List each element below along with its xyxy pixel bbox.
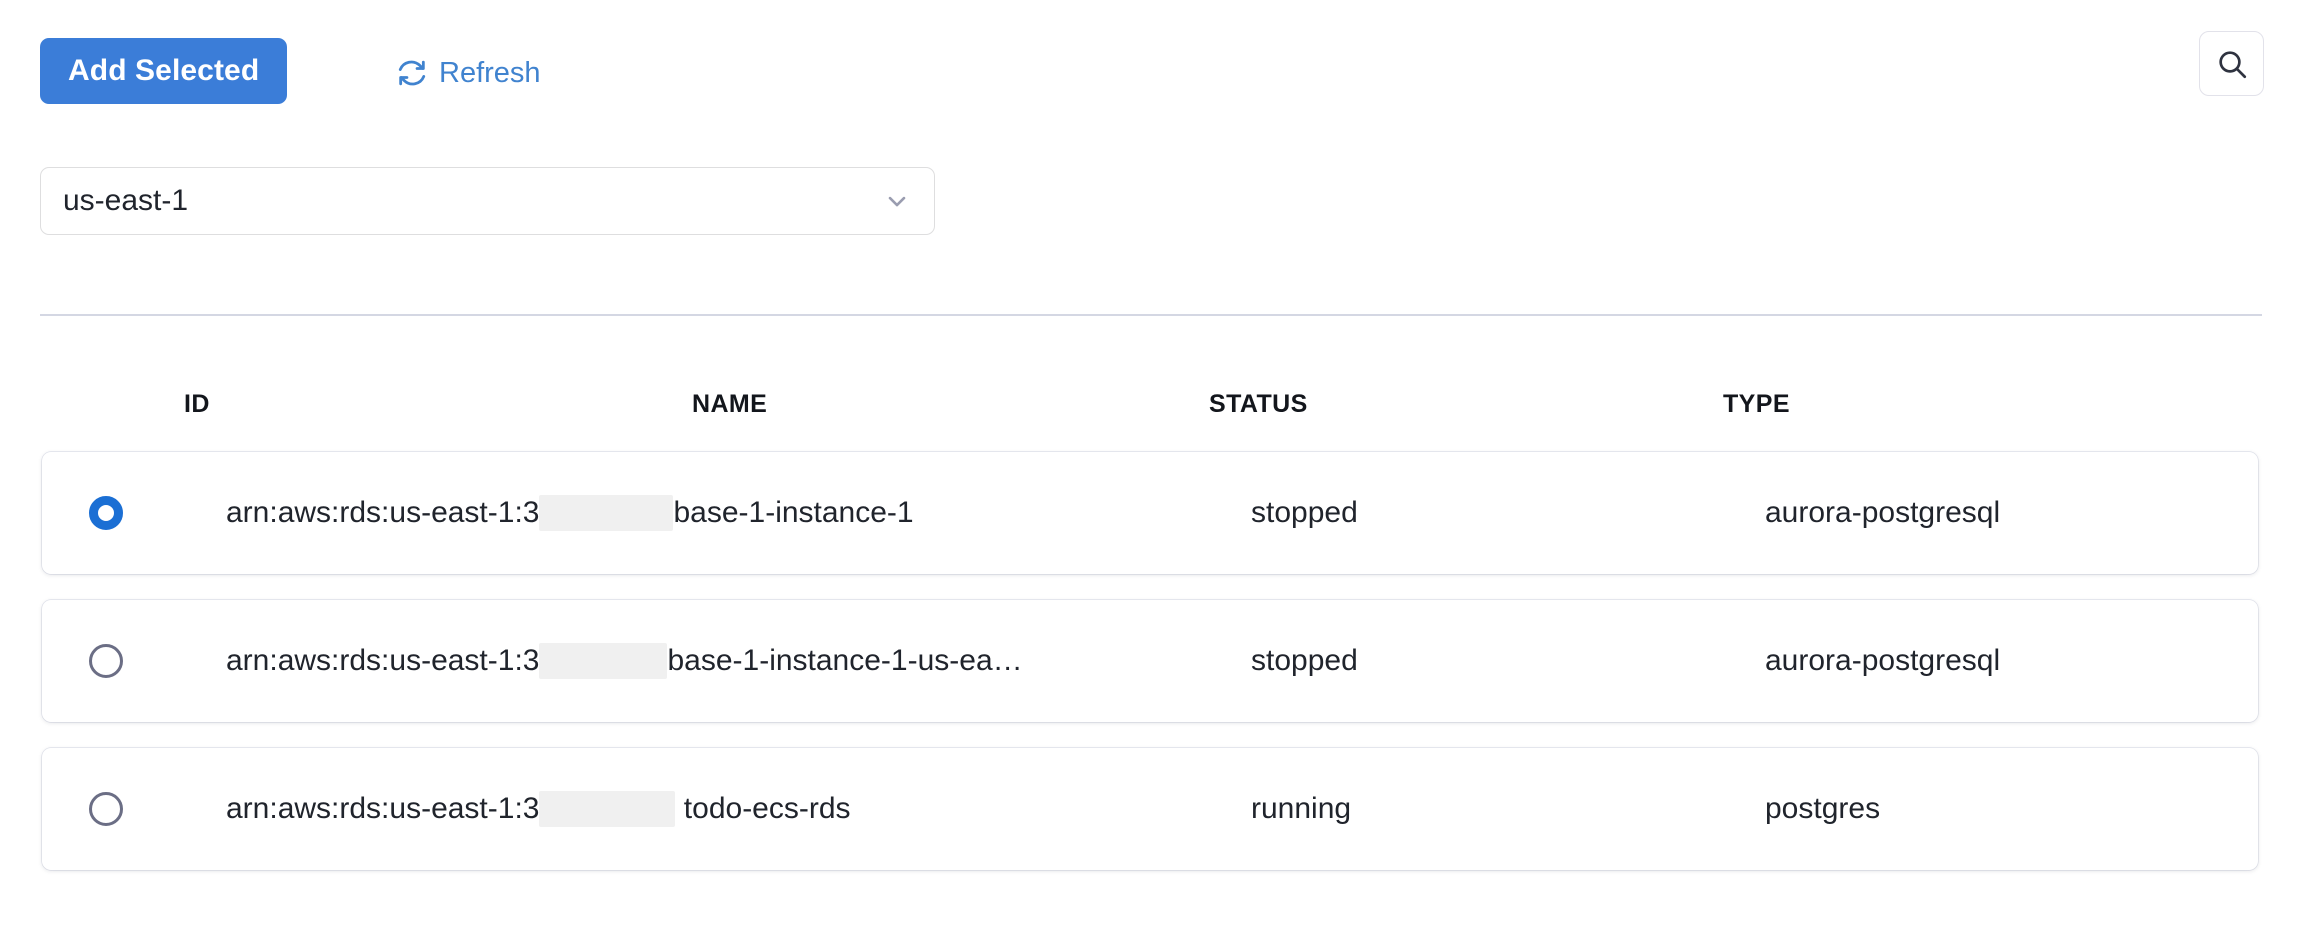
section-divider	[40, 314, 2262, 316]
row-id-cell: arn:aws:rds:us-east-1:3 base-1-instance-1…	[226, 643, 1023, 679]
redacted-account-id	[539, 495, 674, 531]
redacted-account-id	[539, 643, 668, 679]
row-id-prefix: arn:aws:rds:us-east-1:3	[226, 644, 540, 677]
instances-table: ID NAME STATUS TYPE arn:aws:rds:us-east-…	[0, 380, 2298, 896]
table-row[interactable]: arn:aws:rds:us-east-1:3 base-1-instance-1…	[42, 452, 2258, 574]
table-row[interactable]: arn:aws:rds:us-east-1:3 todo-ecs-rds runn…	[42, 748, 2258, 870]
column-header-name: NAME	[692, 390, 768, 418]
search-icon	[2215, 47, 2249, 81]
row-status-cell: running	[1251, 792, 1352, 825]
redacted-account-id	[539, 791, 676, 827]
radio-button[interactable]	[89, 792, 123, 826]
column-header-id: ID	[184, 390, 210, 418]
radio-button[interactable]	[89, 644, 123, 678]
row-id-cell: arn:aws:rds:us-east-1:3 base-1-instance-1	[226, 495, 914, 531]
add-selected-button[interactable]: Add Selected	[40, 38, 288, 104]
column-header-type: TYPE	[1723, 390, 1790, 418]
refresh-button[interactable]: Refresh	[396, 52, 541, 94]
region-select[interactable]: us-east-1	[40, 167, 935, 235]
row-id-suffix: todo-ecs-rds	[675, 792, 851, 825]
toolbar: Add Selected Refresh	[0, 0, 2298, 122]
row-type-cell: postgres	[1765, 792, 1881, 825]
row-id-cell: arn:aws:rds:us-east-1:3 todo-ecs-rds	[226, 791, 851, 827]
row-id-prefix: arn:aws:rds:us-east-1:3	[226, 496, 540, 529]
row-status-cell: stopped	[1251, 496, 1358, 529]
row-radio-cell[interactable]	[89, 644, 123, 678]
row-id-suffix: base-1-instance-1	[673, 496, 914, 529]
row-type-cell: aurora-postgresql	[1765, 644, 2001, 677]
search-button[interactable]	[2199, 31, 2264, 96]
row-id-prefix: arn:aws:rds:us-east-1:3	[226, 792, 540, 825]
row-id-suffix: base-1-instance-1-us-ea…	[667, 644, 1023, 677]
region-select-value: us-east-1	[63, 184, 189, 217]
row-radio-cell[interactable]	[89, 496, 123, 530]
row-type-cell: aurora-postgresql	[1765, 496, 2001, 529]
table-header-row: ID NAME STATUS TYPE	[0, 380, 2298, 440]
table-row[interactable]: arn:aws:rds:us-east-1:3 base-1-instance-1…	[42, 600, 2258, 722]
column-header-status: STATUS	[1209, 390, 1308, 418]
table-body: arn:aws:rds:us-east-1:3 base-1-instance-1…	[0, 452, 2298, 870]
refresh-label: Refresh	[439, 56, 541, 89]
row-radio-cell[interactable]	[89, 792, 123, 826]
refresh-icon	[396, 57, 428, 89]
radio-button-selected[interactable]	[89, 496, 123, 530]
row-status-cell: stopped	[1251, 644, 1358, 677]
